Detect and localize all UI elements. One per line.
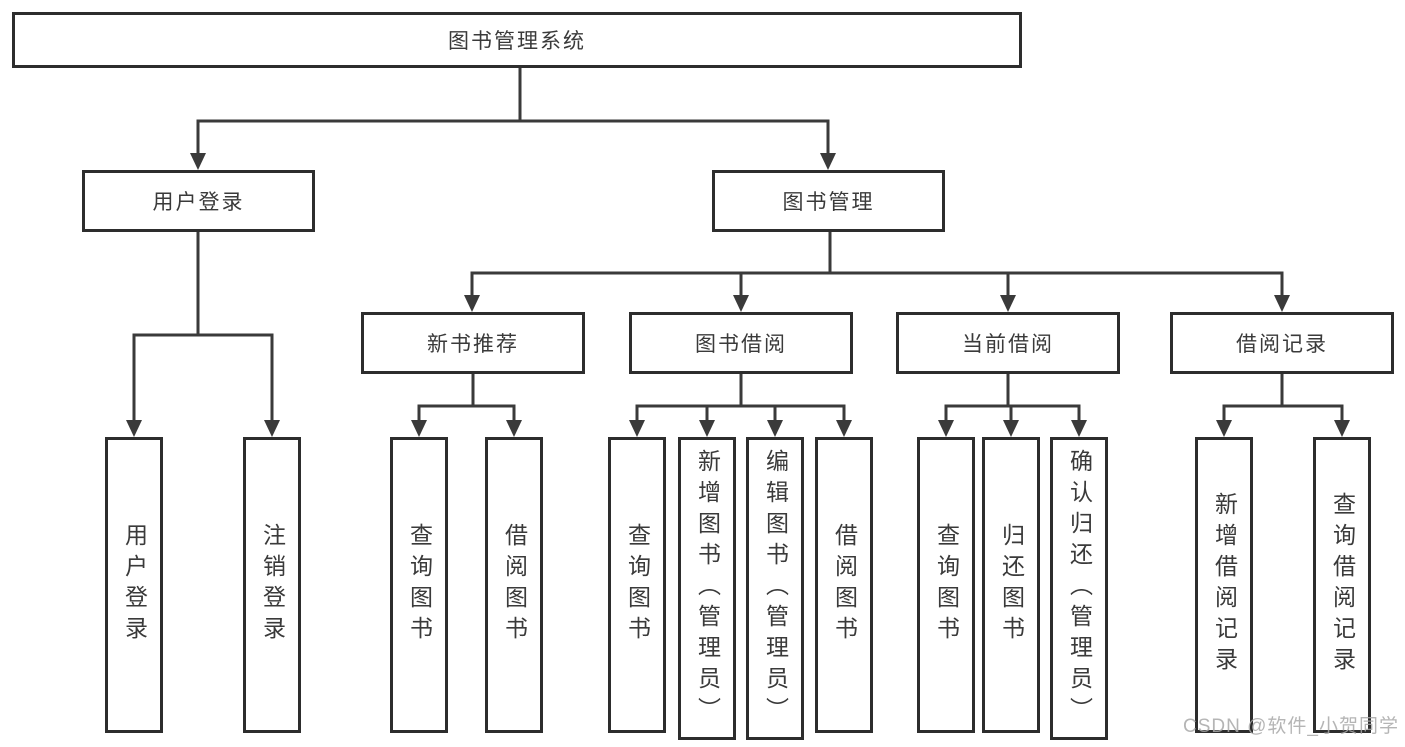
node-user-login: 用户登录	[82, 170, 315, 232]
leaf-query-books-current-label: 查询图书	[933, 523, 960, 647]
leaf-user-login-label: 用户登录	[121, 523, 148, 647]
node-book-borrowing-label: 图书借阅	[695, 333, 787, 356]
leaf-edit-book-admin: 编辑图书（管理员）	[746, 437, 804, 740]
leaf-query-borrow-record: 查询借阅记录	[1313, 437, 1371, 733]
node-book-management: 图书管理	[712, 170, 945, 232]
leaf-edit-book-admin-label: 编辑图书（管理员）	[762, 449, 789, 728]
leaf-add-book-admin: 新增图书（管理员）	[678, 437, 736, 740]
node-borrowing-records: 借阅记录	[1170, 312, 1394, 374]
leaf-query-books-recommend-label: 查询图书	[406, 523, 433, 647]
leaf-query-borrow-record-label: 查询借阅记录	[1329, 492, 1356, 678]
leaf-query-books-borrowing-label: 查询图书	[624, 523, 651, 647]
root-node-label: 图书管理系统	[448, 30, 586, 53]
leaf-borrow-books-recommend-label: 借阅图书	[501, 523, 528, 647]
leaf-borrow-books-label: 借阅图书	[831, 523, 858, 647]
node-new-book-recommend: 新书推荐	[361, 312, 585, 374]
leaf-return-book: 归还图书	[982, 437, 1040, 733]
leaf-confirm-return-admin: 确认归还（管理员）	[1050, 437, 1108, 740]
node-book-management-label: 图书管理	[782, 191, 875, 214]
leaf-logout-label: 注销登录	[259, 523, 286, 647]
leaf-user-login: 用户登录	[105, 437, 163, 733]
leaf-query-books-recommend: 查询图书	[390, 437, 448, 733]
leaf-logout: 注销登录	[243, 437, 301, 733]
leaf-query-books-current: 查询图书	[917, 437, 975, 733]
leaf-query-books-borrowing: 查询图书	[608, 437, 666, 733]
leaf-borrow-books-recommend: 借阅图书	[485, 437, 543, 733]
node-borrowing-records-label: 借阅记录	[1236, 333, 1328, 356]
node-new-book-recommend-label: 新书推荐	[427, 333, 519, 356]
leaf-confirm-return-admin-label: 确认归还（管理员）	[1066, 449, 1093, 728]
node-current-borrowing: 当前借阅	[896, 312, 1120, 374]
leaf-add-borrow-record: 新增借阅记录	[1195, 437, 1253, 733]
arrowhead-icons	[126, 153, 1350, 437]
csdn-watermark: CSDN @软件_小贺同学	[1183, 716, 1399, 737]
leaf-return-book-label: 归还图书	[998, 523, 1025, 647]
leaf-add-book-admin-label: 新增图书（管理员）	[694, 449, 721, 728]
node-current-borrowing-label: 当前借阅	[962, 333, 1054, 356]
leaf-borrow-books: 借阅图书	[815, 437, 873, 733]
leaf-add-borrow-record-label: 新增借阅记录	[1211, 492, 1238, 678]
node-book-borrowing: 图书借阅	[629, 312, 853, 374]
root-node-system: 图书管理系统	[12, 12, 1022, 68]
node-user-login-label: 用户登录	[152, 191, 245, 214]
